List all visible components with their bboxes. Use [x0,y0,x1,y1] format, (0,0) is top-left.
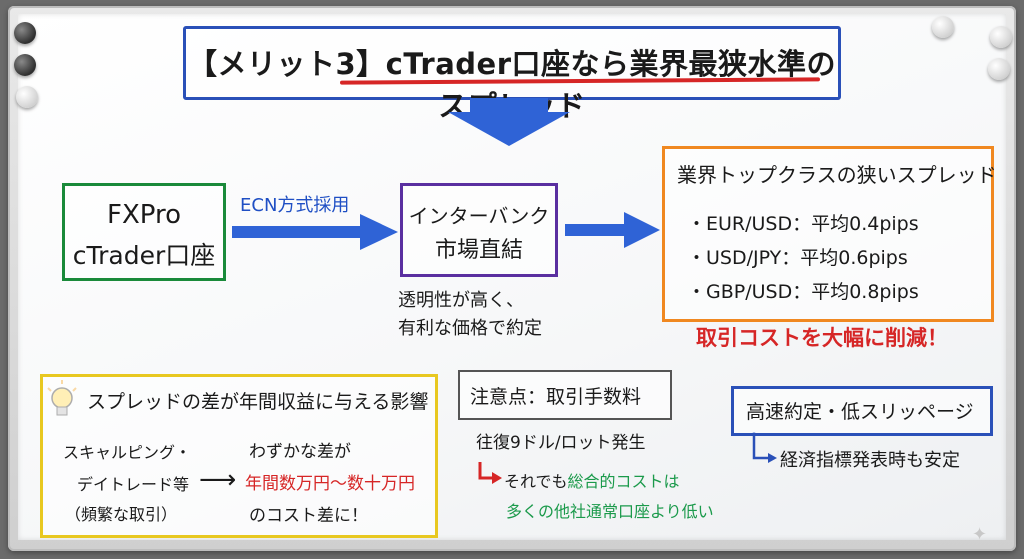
effect-arrow: ⟶ [199,465,237,495]
fast-sub: 経済指標発表時も安定 [780,450,960,471]
note-box: 注意点：取引手数料 [458,370,672,420]
magnet [14,22,36,44]
effect-right-line1: わずかな差が [249,442,351,462]
magnet [988,58,1010,80]
fxpro-line1: FXPro [106,200,181,230]
note-line2-highlight: 総合的コストは [567,472,680,491]
interbank-box: インターバンク 市場直結 [400,183,558,277]
magnet [990,26,1012,48]
note-line3: 多くの他社通常口座より低い [506,502,714,521]
right-arrow-icon [232,214,398,250]
spread-item: ・EUR/USD：平均0.4pips [687,213,919,235]
effect-heading: スプレッドの差が年間収益に与える影響 [87,391,429,413]
note-line2-prefix: それでも [504,472,568,491]
interbank-line1: インターバンク [408,204,550,228]
fxpro-box: FXPro cTrader口座 [62,183,226,281]
down-arrow-icon [448,98,570,146]
effect-right-line3: のコスト差に！ [249,506,368,526]
cost-reduction-text: 取引コストを大幅に削減！ [696,326,948,350]
magnet [932,16,954,38]
bent-arrow-icon [478,462,502,484]
effect-box: スプレッドの差が年間収益に与える影響 スキャルピング・ デイトレード等 （頻繁な… [40,374,438,538]
title-box: 【メリット3】cTrader口座なら業界最狭水準のスプレッド [183,26,841,123]
transparency-note-line2: 有利な価格で約定 [398,318,542,339]
effect-left-line: デイトレード等 [77,475,190,494]
sparkle-icon: ✦ [972,524,988,545]
ecn-label: ECN方式採用 [240,195,350,216]
spread-box: 業界トップクラスの狭いスプレッド ・EUR/USD：平均0.4pips ・USD… [662,146,997,322]
effect-left-line: （頻繁な取引） [65,505,178,524]
fast-execution-box: 高速約定・低スリッページ [731,386,993,436]
effect-left-line: スキャルピング・ [63,443,192,462]
bent-arrow-icon [752,432,777,463]
magnet [14,54,36,76]
fee-text: 往復9ドル/ロット発生 [476,433,646,453]
effect-right-line2: 年間数万円～数十万円 [245,474,415,494]
note-line2: それでも総合的コストは [504,468,680,492]
right-arrow-icon [565,212,660,248]
transparency-note-line1: 透明性が高く、 [398,290,524,311]
magnet [16,86,38,108]
fxpro-line2: cTrader口座 [72,241,216,270]
spread-item: ・GBP/USD：平均0.8pips [687,281,919,303]
spread-item: ・USD/JPY：平均0.6pips [687,247,908,269]
interbank-line2: 市場直結 [434,238,523,263]
fast-heading: 高速約定・低スリッページ [746,401,974,423]
note-heading: 注意点：取引手数料 [470,386,642,408]
spread-heading: 業界トップクラスの狭いスプレッド [677,163,997,187]
